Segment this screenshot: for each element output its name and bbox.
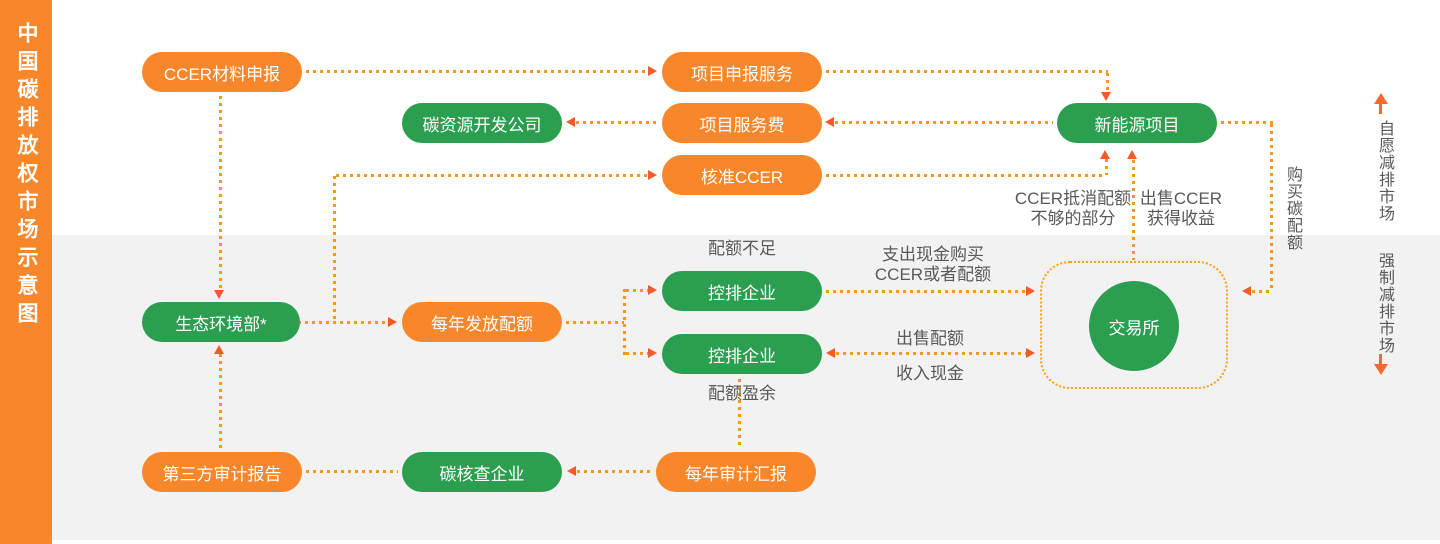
node-label: 碳资源开发公司 [422, 115, 542, 135]
diagram-title: 中国碳排放权市场示意图 [15, 22, 38, 330]
line-moee-branch-up [333, 176, 336, 322]
node-third-party-audit-report: 第三方审计报告 [142, 452, 302, 492]
arrowhead-into-verifier [567, 466, 576, 476]
label-sell-ccer-line1: 出售CCER [1139, 189, 1223, 208]
line-new-energy-buy-quota-h1 [1221, 121, 1273, 124]
node-label: 每年审计汇报 [685, 464, 787, 484]
node-label: 控排企业 [708, 346, 776, 366]
arrowhead-sellccer-into-new-energy [1127, 150, 1137, 159]
arrowhead-into-annual-quota [388, 317, 397, 327]
node-label: CCER材料申报 [163, 64, 281, 84]
arrowhead-paycash-into-exchange [1026, 286, 1035, 296]
arrowhead-into-approve-ccer [648, 170, 657, 180]
node-approved-ccer: 核准CCER [662, 155, 822, 195]
line-third-party-to-moee [219, 354, 222, 448]
arrowhead-into-project-fee [825, 117, 834, 127]
node-label: 新能源项目 [1094, 115, 1180, 135]
node-project-apply-service: 项目申报服务 [662, 52, 822, 92]
node-label: 控排企业 [708, 283, 776, 303]
node-emitter-quota-surplus: 控排企业 [662, 334, 822, 374]
arrowhead-into-emitter-short [648, 285, 657, 295]
label-receive-cash: 收入现金 [896, 364, 964, 383]
label-mandatory-market: 强制减排市场 [1376, 252, 1393, 354]
arrowhead-into-carbon-dev [566, 117, 575, 127]
arrowhead-into-moee-top [214, 290, 224, 299]
line-project-apply-to-new-energy-h [826, 70, 1108, 73]
node-label: 交易所 [1108, 318, 1160, 338]
node-label: 项目申报服务 [691, 64, 793, 84]
label-buy-carbon-quota: 购买碳配额 [1284, 166, 1301, 251]
line-verifier-to-third-party [306, 470, 398, 473]
label-pay-cash-line2: CCER或者配额 [874, 265, 992, 284]
label-voluntary-market: 自愿减排市场 [1376, 120, 1393, 222]
voluntary-market-up-arrow-stem [1379, 103, 1382, 114]
arrowhead-into-new-energy-top [1101, 92, 1111, 101]
line-emitter-short-to-exchange [826, 290, 1026, 293]
label-quota-short: 配额不足 [708, 239, 776, 258]
arrowhead-into-emitter-surplus [648, 348, 657, 358]
line-branch-to-approve-ccer [336, 174, 648, 177]
line-exchange-to-new-energy [1132, 160, 1135, 260]
line-ccer-material-to-project-apply [306, 70, 648, 73]
arrowhead-offset-into-new-energy [1100, 150, 1110, 159]
node-label: 项目服务费 [699, 115, 785, 135]
node-emitter-quota-short: 控排企业 [662, 271, 822, 311]
node-label: 碳核查企业 [439, 464, 525, 484]
node-exchange: 交易所 [1089, 281, 1179, 371]
line-split-to-emitter-short [626, 289, 648, 292]
node-new-energy-project: 新能源项目 [1057, 103, 1217, 143]
sidebar: 中国碳排放权市场示意图 [0, 0, 52, 544]
node-ministry-ecology-environment: 生态环境部* [142, 302, 300, 342]
line-new-energy-buy-quota-v [1270, 124, 1273, 292]
line-project-fee-to-carbon-dev [576, 121, 656, 124]
arrowhead-buy-quota-into-exchange [1242, 286, 1251, 296]
line-new-energy-buy-quota-h2 [1252, 290, 1272, 293]
line-moee-to-annual-quota [298, 321, 388, 324]
mandatory-market-down-arrow-stem [1379, 354, 1382, 365]
line-approve-ccer-to-new-energy-v [1105, 159, 1108, 175]
line-project-apply-to-new-energy-v [1106, 73, 1109, 93]
label-sell-quota: 出售配额 [896, 329, 964, 348]
arrowhead-cash-into-emitter-surplus [826, 348, 835, 358]
mandatory-market-down-arrow-icon [1374, 364, 1388, 375]
label-pay-cash-line1: 支出现金购买 [882, 245, 984, 264]
node-carbon-dev-company: 碳资源开发公司 [402, 103, 562, 143]
label-sell-ccer-line2: 获得收益 [1147, 209, 1215, 228]
node-project-service-fee: 项目服务费 [662, 103, 822, 143]
label-quota-surplus: 配额盈余 [708, 384, 776, 403]
label-ccer-offset-line2: 不够的部分 [1030, 209, 1116, 228]
line-annual-audit-to-verifier [577, 470, 652, 473]
node-carbon-verifier: 碳核查企业 [402, 452, 562, 492]
node-label: 核准CCER [700, 167, 784, 187]
label-ccer-offset: CCER抵消配额 不够的部分 [992, 189, 1154, 229]
line-split-to-emitter-surplus [626, 352, 648, 355]
node-label: 生态环境部* [175, 314, 267, 334]
label-pay-cash: 支出现金购买 CCER或者配额 [853, 245, 1013, 285]
node-annual-quota-issue: 每年发放配额 [402, 302, 562, 342]
voluntary-market-up-arrow-icon [1374, 93, 1388, 104]
arrowhead-sellquota-into-exchange [1026, 348, 1035, 358]
exchange-dashed-boundary [1040, 261, 1228, 389]
node-label: 第三方审计报告 [162, 464, 282, 484]
label-sell-ccer: 出售CCER 获得收益 [1103, 189, 1259, 229]
line-emitter-surplus-exchange [836, 352, 1026, 355]
arrowhead-into-moee-bottom [214, 345, 224, 354]
line-approve-ccer-to-new-energy-h [826, 174, 1106, 177]
node-annual-audit-report: 每年审计汇报 [656, 452, 816, 492]
line-new-energy-to-project-fee [835, 121, 1053, 124]
arrowhead-into-project-apply [648, 66, 657, 76]
line-emitters-split-v [623, 289, 626, 355]
line-annual-quota-to-emitters [566, 321, 624, 324]
label-ccer-offset-line1: CCER抵消配额 [1014, 189, 1132, 208]
node-label: 每年发放配额 [431, 314, 533, 334]
node-ccer-material-declare: CCER材料申报 [142, 52, 302, 92]
line-emitter-surplus-to-annual-audit [738, 379, 741, 449]
line-ccer-material-to-moee [219, 96, 222, 290]
